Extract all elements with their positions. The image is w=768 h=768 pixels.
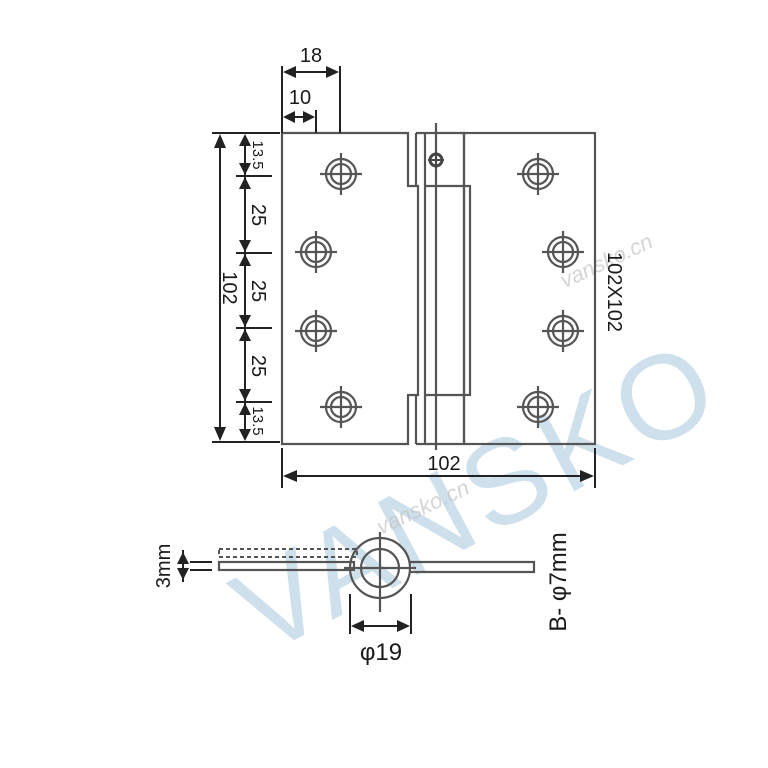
screw-hole-icon [542,310,584,352]
dim-left-seg-1: 13.5 [249,140,266,169]
watermark: VANSKO vansko.cn vansko.cn [213,228,741,679]
right-leaf-holes [517,153,584,428]
hinge-front-view [280,123,597,450]
dim-knuckle-diameter: φ19 [360,639,402,666]
left-leaf-holes [295,153,362,428]
dim-left-total: 102 [218,271,240,304]
pin-label: B- φ7mm [545,532,572,632]
dim-thickness: 3mm [153,544,175,588]
bottom-dimension: 102 [281,448,596,488]
right-leaf [462,131,597,446]
dim-left-seg-2: 25 [247,204,269,226]
dim-left-seg-3: 25 [247,280,269,302]
knuckle-barrel [425,184,472,397]
top-dimensions: 18 10 [281,45,341,133]
size-label: 102X102 [603,252,625,332]
hinge-end-view: 3mm φ19 B- φ7mm [153,532,572,666]
dim-top-outer: 18 [300,45,322,67]
screw-hole-icon [320,386,362,428]
screw-hole-icon [295,231,337,273]
screw-hole-icon [295,310,337,352]
knuckle-screw-icon [428,152,444,168]
dim-left-seg-4: 25 [247,355,269,377]
screw-hole-icon [517,153,559,195]
screw-hole-icon [320,153,362,195]
screw-hole-icon [517,386,559,428]
left-dimensions: 102 13.5 25 25 25 13.5 [212,132,280,443]
left-leaf [280,131,420,446]
dim-bottom-width: 102 [427,453,460,475]
dim-left-seg-5: 13.5 [249,406,266,435]
dim-top-inner: 10 [289,87,311,109]
watermark-brand: VANSKO [213,313,741,679]
screw-hole-icon [542,231,584,273]
knuckle-outer [416,131,466,446]
